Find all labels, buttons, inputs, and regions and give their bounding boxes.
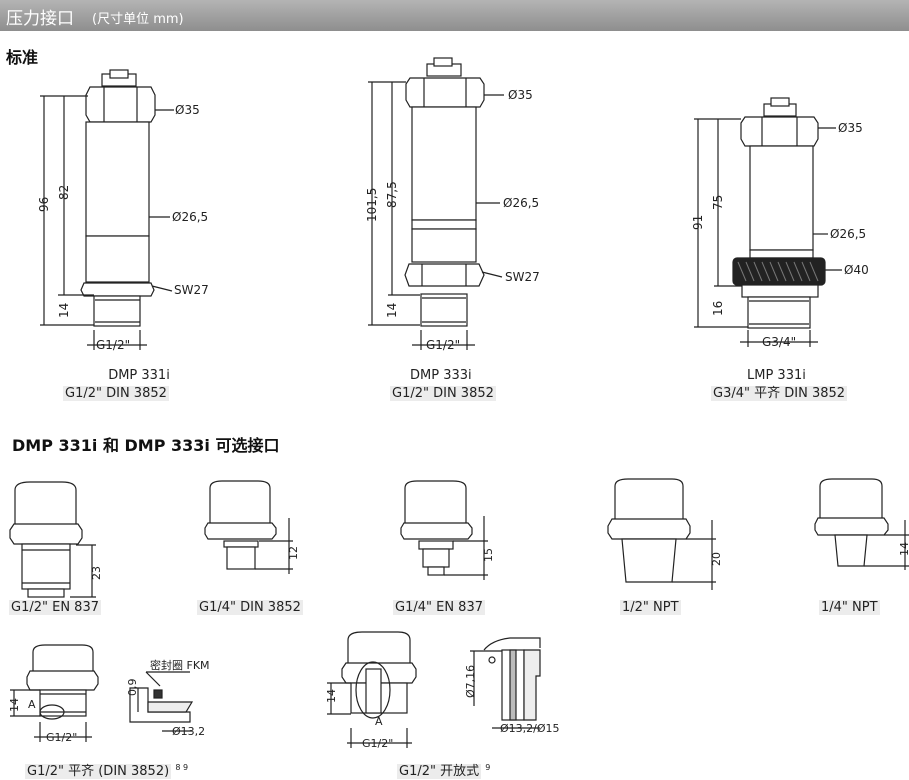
header-title: 压力接口: [6, 9, 74, 29]
seal-label: 密封圈 FKM: [150, 658, 210, 672]
dim-height-thread: 14: [385, 303, 399, 318]
caption-model: DMP 331i: [108, 368, 170, 383]
caption-flush: G1/2" 平齐 (DIN 3852) 8 9: [25, 763, 189, 780]
dim-diameter: Ø13,2/Ø15: [500, 722, 560, 735]
caption-option: G1/4" DIN 3852: [197, 600, 303, 615]
dim-height: 14: [8, 698, 21, 712]
dim-height: 23: [90, 566, 103, 580]
dim-seal-height: 0,9: [126, 679, 139, 697]
dim-diameter-small: Ø7,16: [464, 665, 477, 698]
dim-height: 20: [710, 552, 723, 566]
drawing-flush-g12: [10, 644, 194, 742]
dim-height: 14: [898, 542, 909, 556]
drawing-dmp333i: [368, 57, 504, 350]
option-12-npt: [607, 478, 716, 590]
caption-option: 1/4" NPT: [819, 600, 880, 615]
dim-thread: G1/2": [96, 338, 130, 352]
dim-diameter-head: Ø35: [175, 103, 200, 117]
caption-thread: G1/2" DIN 3852: [390, 386, 496, 401]
caption-option: 1/2" NPT: [620, 600, 681, 615]
caption-option: G1/2" EN 837: [9, 600, 101, 615]
caption-open: G1/2" 开放式 9: [397, 763, 491, 780]
option-14-npt: [814, 478, 909, 570]
dim-height-thread: 16: [711, 301, 725, 316]
dim-thread: G1/2": [426, 338, 460, 352]
dim-height-total: 101,5: [365, 188, 379, 222]
caption-model: DMP 333i: [410, 368, 472, 383]
section-options-title: DMP 331i 和 DMP 333i 可选接口: [12, 436, 280, 455]
dim-height-total: 96: [37, 197, 51, 212]
drawing-open-g12: [327, 631, 541, 748]
caption-option: G1/4" EN 837: [393, 600, 485, 615]
option-g12-en837: [9, 481, 96, 598]
dim-height-body: 75: [711, 195, 725, 210]
caption-thread: G1/2" DIN 3852: [63, 386, 169, 401]
caption-thread: G3/4" 平齐 DIN 3852: [711, 386, 848, 401]
dim-height-body: 87,5: [385, 181, 399, 208]
dim-diameter-head: Ø35: [508, 88, 533, 102]
caption-model: LMP 331i: [747, 368, 806, 383]
dim-height: 12: [287, 546, 300, 560]
drawing-dmp331i: [40, 69, 174, 350]
dim-height: 15: [482, 548, 495, 562]
dim-wrench-size: SW27: [174, 283, 209, 297]
drawing-lmp331i: [694, 97, 842, 347]
dim-diameter-body: Ø26,5: [503, 196, 539, 210]
detail-label: A: [28, 698, 36, 711]
dim-diameter-head: Ø35: [838, 121, 863, 135]
caption-note: 9: [485, 763, 491, 772]
dim-thread: G1/2": [46, 731, 77, 744]
dim-thread: G1/2": [362, 737, 393, 750]
dim-diameter-body: Ø26,5: [172, 210, 208, 224]
page-header: 压力接口 (尺寸单位 mm): [0, 0, 909, 31]
option-g14-din3852: [204, 480, 293, 574]
caption-note: 8 9: [175, 763, 189, 772]
dim-wrench-size: SW27: [505, 270, 540, 284]
header-subtitle: (尺寸单位 mm): [92, 12, 184, 27]
dim-diameter-nut: Ø40: [844, 263, 869, 277]
detail-label: A: [375, 715, 383, 728]
section-standard-title: 标准: [6, 48, 39, 67]
dim-height: 14: [325, 689, 338, 703]
dim-height-body: 82: [57, 185, 71, 200]
dim-diameter-body: Ø26,5: [830, 227, 866, 241]
option-g14-en837: [400, 480, 488, 580]
dim-diameter: Ø13,2: [172, 725, 205, 738]
dim-height-thread: 14: [57, 303, 71, 318]
dim-thread: G3/4": [762, 335, 796, 349]
dim-height-total: 91: [691, 215, 705, 230]
